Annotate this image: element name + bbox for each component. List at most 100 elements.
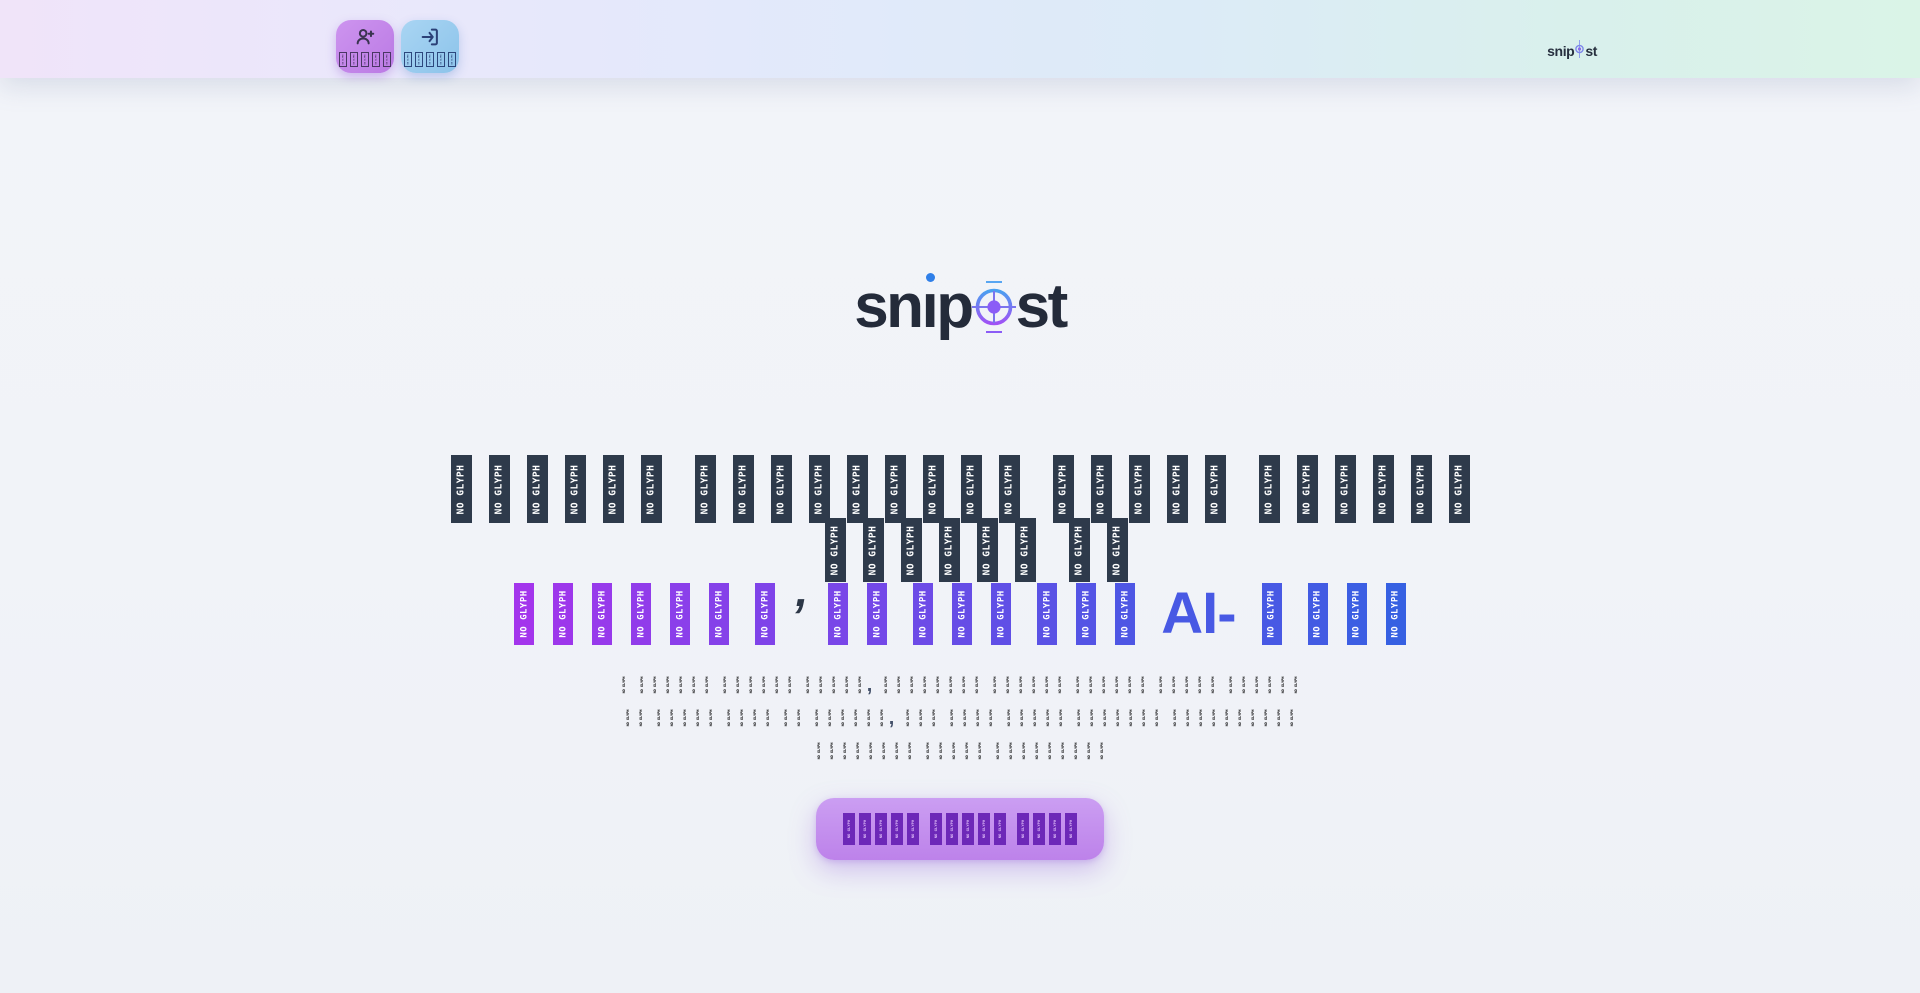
- tofu-glyph: NO GLYPH: [907, 813, 919, 845]
- tofu-glyph: NO GLYPH: [602, 455, 624, 523]
- tofu-glyph: NO GLYPH: [1005, 676, 1010, 694]
- tofu-glyph: NO GLYPH: [727, 709, 732, 727]
- tofu-glyph: NO GLYPH: [448, 52, 456, 67]
- tofu-glyph: NO GLYPH: [1158, 676, 1163, 694]
- tofu-glyph-stacked: NO GLYPH: [900, 518, 922, 582]
- tofu-glyph: NO GLYPH: [762, 676, 767, 694]
- brand-logo-small[interactable]: snip st: [1547, 39, 1597, 62]
- tofu-glyph: NO GLYPH: [896, 676, 901, 694]
- tofu-glyph: NO GLYPH: [755, 583, 776, 645]
- tofu-glyph: NO GLYPH: [1237, 709, 1242, 727]
- crosshair-target-icon: [971, 247, 1017, 371]
- tofu-glyph: NO GLYPH: [1128, 709, 1133, 727]
- tofu-glyph: NO GLYPH: [1058, 709, 1063, 727]
- tofu-glyph: NO GLYPH: [670, 583, 691, 645]
- logo-i-dot: [925, 273, 935, 282]
- tofu-glyph: NO GLYPH: [994, 813, 1006, 845]
- tofu-glyph: NO GLYPH: [426, 52, 434, 67]
- tofu-glyph: NO GLYPH: [845, 676, 850, 694]
- tofu-glyph: NO GLYPH: [894, 742, 899, 760]
- tofu-glyph: NO GLYPH: [1032, 709, 1037, 727]
- tofu-glyph: NO GLYPH: [842, 742, 847, 760]
- tofu-glyph: NO GLYPH: [952, 583, 973, 645]
- tofu-glyph: NO GLYPH: [696, 709, 701, 727]
- tofu-glyph: NO GLYPH: [1047, 742, 1052, 760]
- tofu-glyph: NO GLYPH: [766, 709, 771, 727]
- tofu-glyph: NO GLYPH: [977, 742, 982, 760]
- tofu-glyph: NO GLYPH: [1008, 742, 1013, 760]
- tofu-glyph: NO GLYPH: [964, 742, 969, 760]
- tofu-glyph: NO GLYPH: [931, 709, 936, 727]
- tofu-glyph: NO GLYPH: [867, 583, 888, 645]
- tofu-glyph: NO GLYPH: [1086, 742, 1091, 760]
- tofu-glyph: NO GLYPH: [1198, 709, 1203, 727]
- tofu-glyph: NO GLYPH: [1254, 676, 1259, 694]
- tofu-glyph: NO GLYPH: [828, 709, 833, 727]
- tofu-glyph: NO GLYPH: [640, 676, 645, 694]
- tofu-glyph: NO GLYPH: [415, 52, 423, 67]
- tofu-glyph: NO GLYPH: [1250, 709, 1255, 727]
- tofu-glyph-stacked: NO GLYPH: [1068, 518, 1090, 582]
- tofu-glyph: NO GLYPH: [925, 742, 930, 760]
- tofu-glyph: NO GLYPH: [978, 813, 990, 845]
- tofu-glyph: NO GLYPH: [1060, 742, 1065, 760]
- cta-button-label: NO GLYPH NO GLYPH NO GLYPH NO GLYPH NO GLYPH…: [843, 813, 1077, 845]
- tofu-glyph: NO GLYPH: [404, 52, 412, 67]
- tofu-glyph: NO GLYPH: [1276, 709, 1281, 727]
- headline-ai-text: AI-: [1161, 581, 1236, 646]
- headline-comma: ,: [795, 564, 809, 616]
- tofu-glyph: NO GLYPH: [1089, 709, 1094, 727]
- tofu-glyph: NO GLYPH: [723, 676, 728, 694]
- tofu-glyph-stacked: NO GLYPH: [824, 518, 846, 582]
- cta-button[interactable]: NO GLYPH NO GLYPH NO GLYPH NO GLYPH NO GLYPH…: [816, 798, 1104, 860]
- tofu-glyph: NO GLYPH: [1296, 455, 1318, 523]
- tofu-glyph: NO GLYPH: [450, 455, 472, 523]
- tofu-glyph: NO GLYPH: [1037, 583, 1058, 645]
- tofu-glyph: NO GLYPH: [875, 813, 887, 845]
- tofu-glyph: NO GLYPH: [1099, 742, 1104, 760]
- tofu-glyph: NO GLYPH: [832, 676, 837, 694]
- tofu-glyph: NO GLYPH: [361, 52, 369, 67]
- tofu-glyph: NO GLYPH: [1184, 676, 1189, 694]
- tofu-glyph: NO GLYPH: [666, 676, 671, 694]
- tofu-glyph: NO GLYPH: [1017, 813, 1029, 845]
- tofu-glyph: NO GLYPH: [974, 676, 979, 694]
- subtitle-comma: ,: [866, 674, 873, 696]
- tofu-glyph: NO GLYPH: [806, 676, 811, 694]
- tofu-glyph: NO GLYPH: [935, 676, 940, 694]
- tofu-glyph: NO GLYPH: [843, 813, 855, 845]
- tofu-glyph: NO GLYPH: [905, 709, 910, 727]
- tofu-word: NO GLYPH: [620, 672, 629, 698]
- tofu-glyph: NO GLYPH: [828, 583, 849, 645]
- tofu-glyph: NO GLYPH: [922, 676, 927, 694]
- tofu-glyph: NO GLYPH: [1127, 676, 1132, 694]
- tofu-glyph: NO GLYPH: [740, 709, 745, 727]
- crosshair-icon: [1574, 39, 1585, 62]
- tofu-glyph: NO GLYPH: [732, 455, 754, 523]
- tofu-glyph: NO GLYPH: [1128, 455, 1150, 523]
- tofu-glyph-stacked: NO GLYPH: [1106, 518, 1128, 582]
- tofu-glyph: NO GLYPH: [1034, 742, 1039, 760]
- tofu-glyph: NO GLYPH: [1261, 583, 1282, 645]
- tofu-glyph: NO GLYPH: [1372, 455, 1394, 523]
- tofu-glyph: NO GLYPH: [975, 709, 980, 727]
